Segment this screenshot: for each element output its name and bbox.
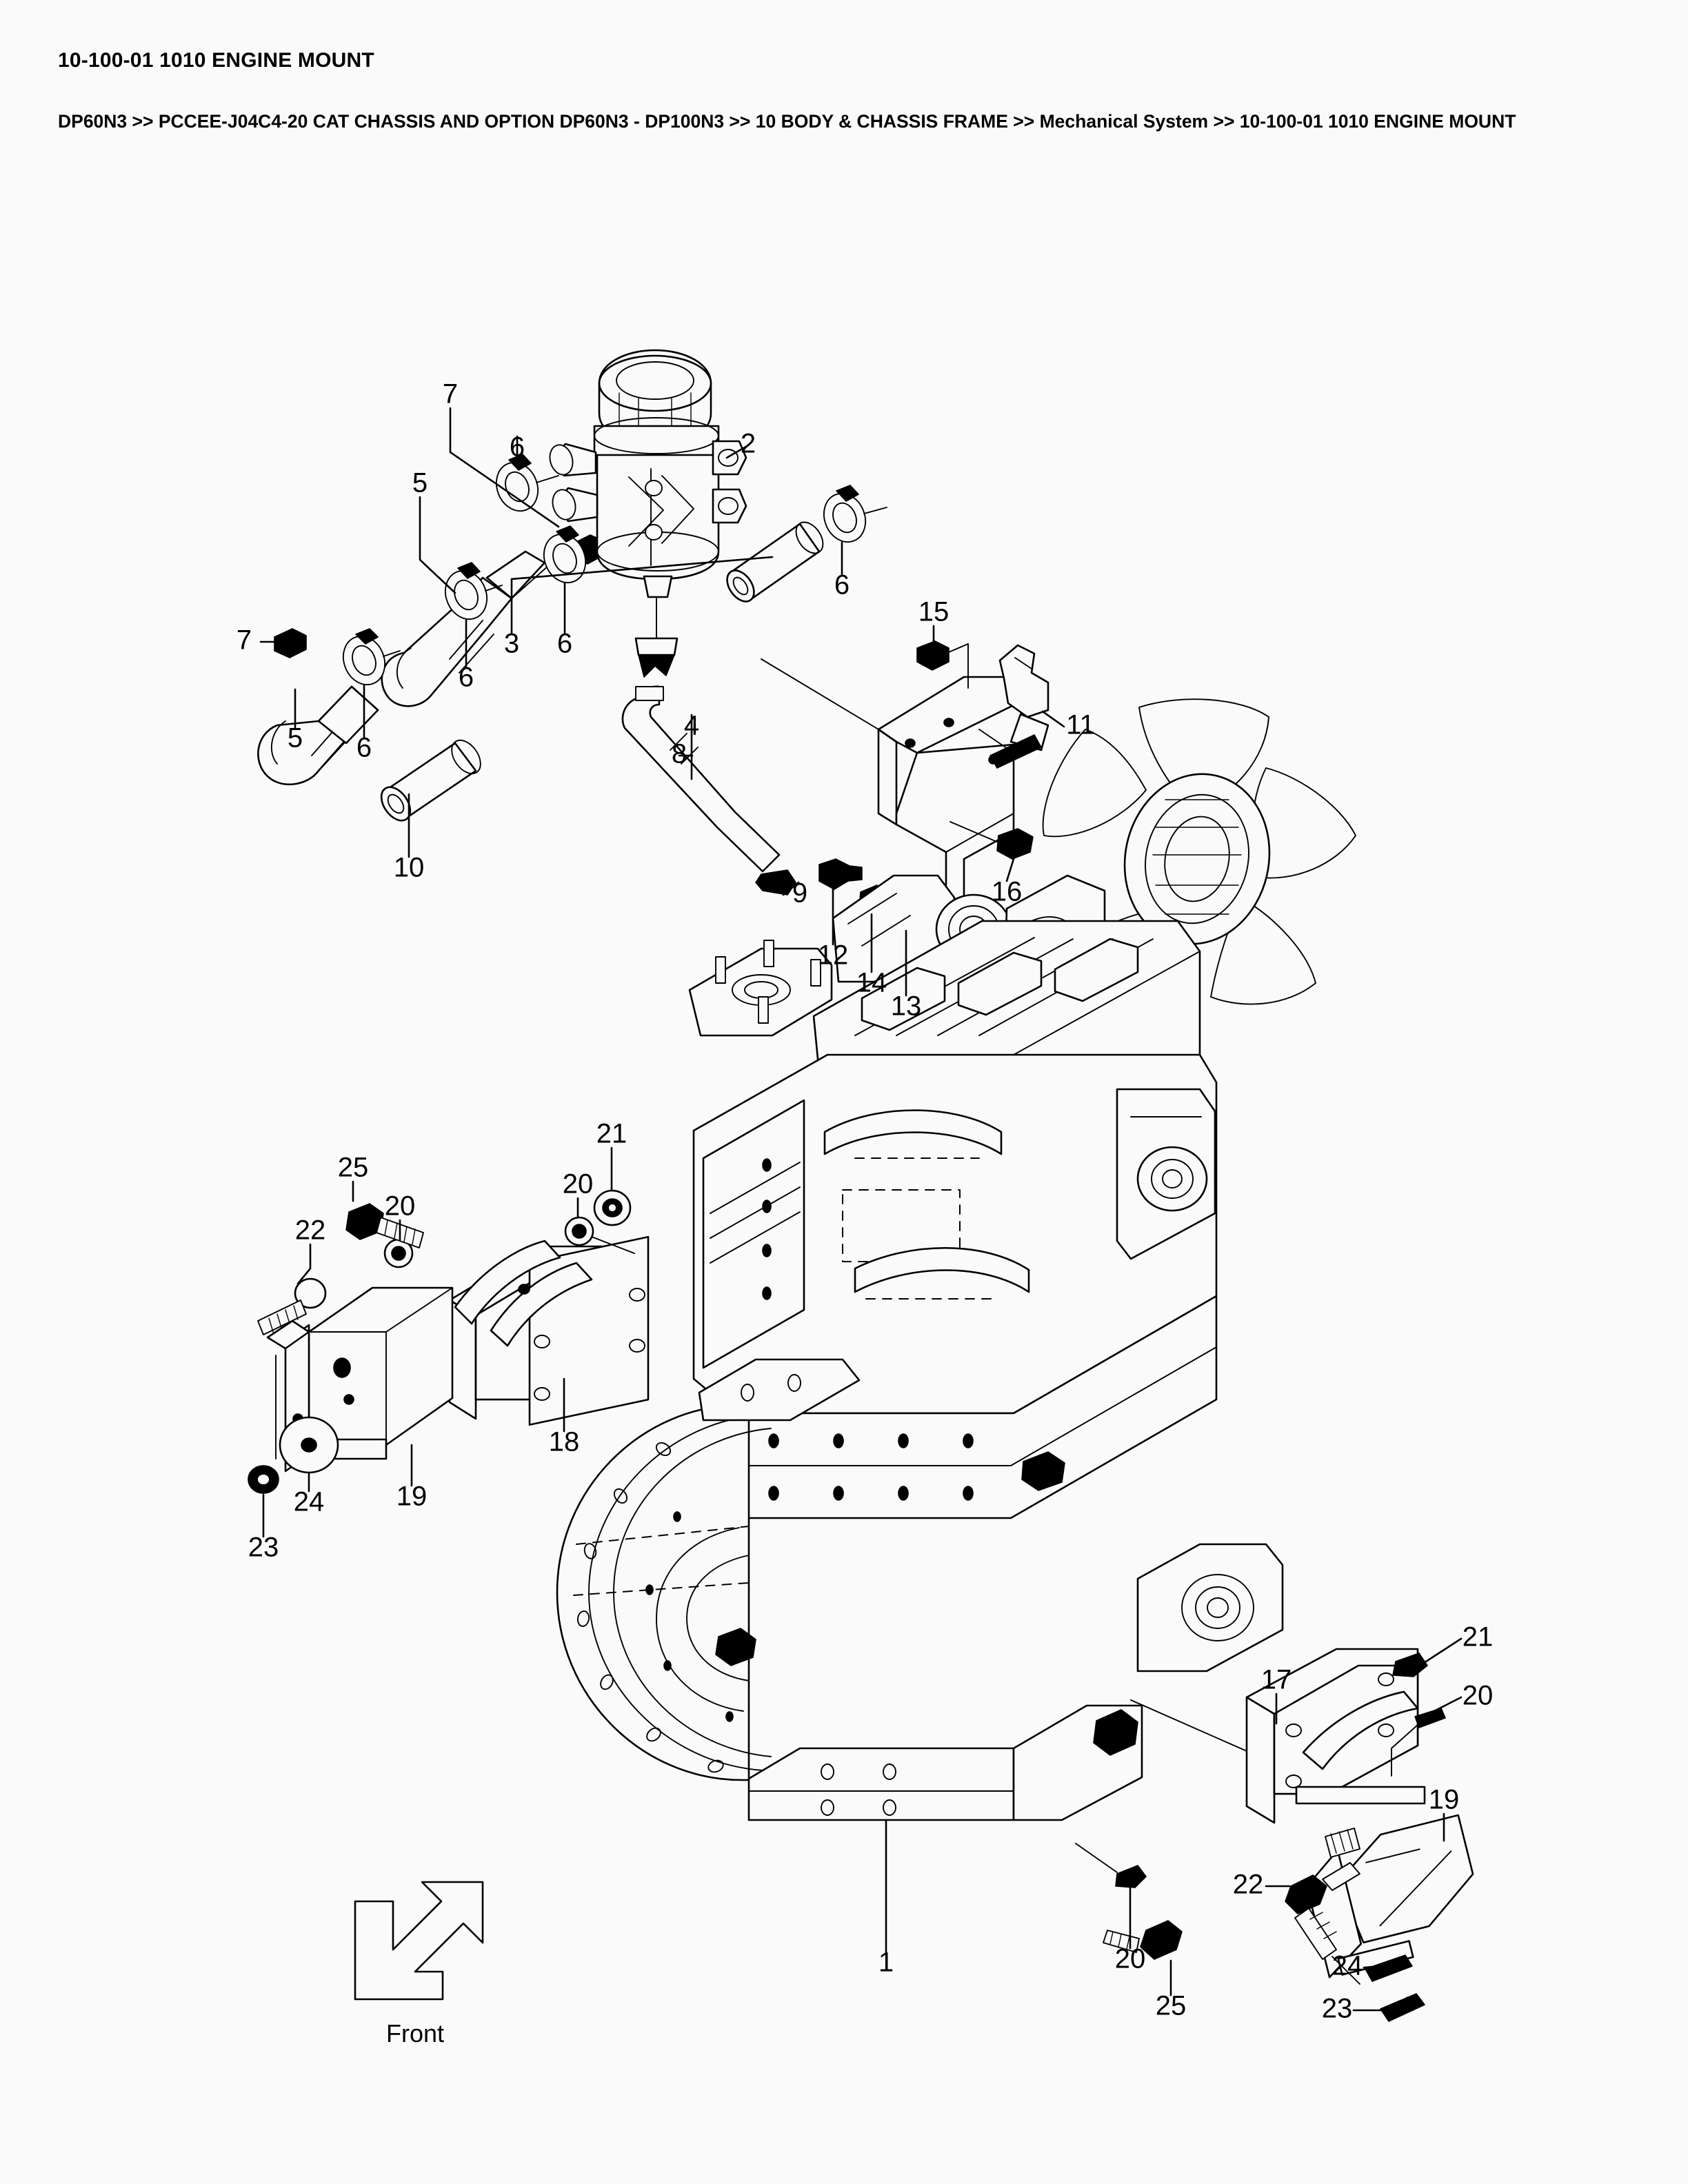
hose-clamp-d: [495, 454, 559, 512]
callout-6b: 6: [557, 629, 572, 659]
washer-24-right: [1365, 1954, 1413, 1982]
hose-group-lower: [257, 628, 379, 786]
exploded-parts-diagram: 1 2 3 4 5 5 6 6 6 6 6 7 7 8 9 10 11 12 1…: [0, 165, 1688, 2130]
callout-20b: 20: [563, 1169, 594, 1200]
pipe-10: [380, 739, 481, 822]
callout-20d: 20: [1463, 1681, 1494, 1711]
pin-23-left: [248, 1465, 279, 1494]
callout-24b: 24: [1332, 1951, 1363, 1981]
page-header: 10-100-01 1010 ENGINE MOUNT DP60N3 >> PC…: [58, 48, 1644, 134]
front-direction-marker: Front: [354, 1881, 484, 2048]
flywheel-housing: [556, 1358, 861, 1781]
callout-21a: 21: [596, 1119, 627, 1149]
callout-13: 13: [891, 991, 922, 1022]
callout-4: 4: [684, 711, 699, 741]
callout-24a: 24: [294, 1487, 325, 1517]
callout-8: 8: [672, 739, 687, 769]
drain-valve: [634, 596, 679, 678]
fuel-filter-assembly: [549, 349, 747, 598]
rubber-mount-19-right: [1305, 1814, 1474, 1979]
callout-25b: 25: [1156, 1991, 1187, 2021]
callout-6c: 6: [459, 663, 474, 693]
callout-12: 12: [818, 940, 849, 971]
callout-7a: 7: [443, 379, 458, 410]
right-mount-group: [1075, 1648, 1474, 2022]
hose-joint-lower: [274, 628, 307, 658]
washer-20-right: [564, 1216, 635, 1254]
callout-11: 11: [1066, 710, 1095, 740]
callout-15: 15: [918, 597, 950, 627]
left-mount-group: [248, 1189, 650, 1494]
fuel-hose-4: [621, 685, 781, 873]
callout-2: 2: [741, 429, 756, 459]
leader-lines: [259, 407, 1463, 2012]
callout-5a: 5: [412, 468, 428, 498]
pin-23-right: [1380, 1993, 1425, 2022]
callout-5b: 5: [288, 723, 303, 754]
callout-7b: 7: [237, 625, 252, 656]
callout-16: 16: [992, 877, 1023, 907]
breadcrumb: DP60N3 >> PCCEE-J04C4-20 CAT CHASSIS AND…: [58, 111, 1516, 132]
nut-21-left: [593, 1189, 632, 1226]
callout-20c: 20: [1115, 1944, 1146, 1974]
washer-20-bottom: [1075, 1843, 1147, 1888]
callout-25a: 25: [338, 1153, 369, 1183]
pipe-3: [726, 521, 824, 603]
hose-clamps: [342, 454, 887, 686]
washer-20-left: [383, 1238, 414, 1268]
hose-clamp-a: [342, 628, 401, 686]
page-title: 10-100-01 1010 ENGINE MOUNT: [58, 49, 374, 72]
bolt-22-right: [1285, 1874, 1360, 1985]
hose-clamp-e: [823, 485, 887, 543]
callout-numbers: 1 2 3 4 5 5 6 6 6 6 6 7 7 8 9 10 11 12 1…: [237, 379, 1493, 2024]
callout-21b: 21: [1463, 1622, 1494, 1652]
callout-10: 10: [394, 853, 425, 883]
callout-17: 17: [1261, 1665, 1292, 1695]
bolt-22-left: [257, 1277, 327, 1335]
hose-clamp-b: [444, 562, 503, 620]
callout-19b: 19: [1429, 1785, 1460, 1815]
front-label: Front: [386, 2019, 444, 2048]
fastener-16: [950, 821, 1034, 860]
callout-6d: 6: [356, 733, 372, 763]
clip-9: [755, 869, 796, 896]
callout-22a: 22: [295, 1215, 326, 1246]
callout-18: 18: [549, 1427, 580, 1457]
fastener-12: [818, 858, 863, 890]
fastener-15: [916, 640, 969, 689]
mount-bracket-17: [1130, 1648, 1426, 1824]
engine-assembly: [556, 698, 1356, 1821]
washer-24-left: [279, 1416, 339, 1474]
callout-20a: 20: [385, 1191, 416, 1222]
callout-23b: 23: [1322, 1994, 1353, 2024]
callout-3: 3: [504, 629, 519, 659]
callout-6a: 6: [510, 432, 525, 463]
callout-22b: 22: [1233, 1870, 1264, 1900]
callout-19a: 19: [396, 1482, 428, 1512]
nut-21-right: [1392, 1652, 1428, 1677]
callout-1: 1: [878, 1948, 894, 1978]
mount-bracket-18: [448, 1235, 650, 1426]
callout-23a: 23: [248, 1533, 279, 1563]
callout-9: 9: [792, 878, 807, 909]
callout-6e: 6: [834, 570, 850, 600]
callout-14: 14: [856, 968, 887, 998]
hose-clamp-c: [543, 525, 587, 584]
front-arrow-icon: [354, 1881, 484, 2001]
